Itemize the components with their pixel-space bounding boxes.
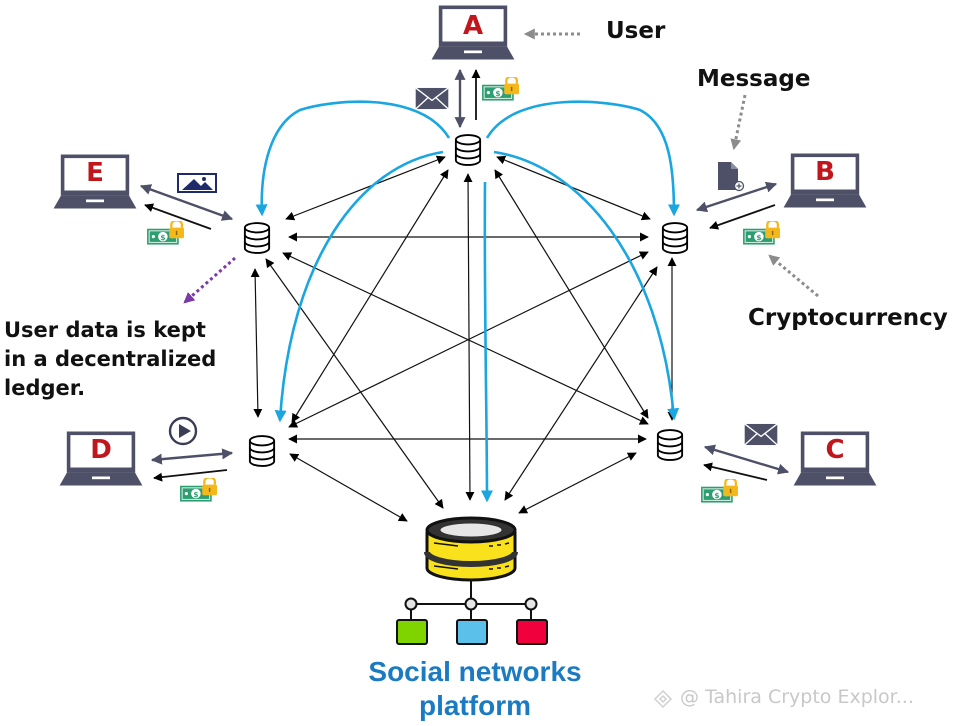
mesh-arrow bbox=[463, 173, 475, 501]
ledger-note: User data is kept in a decentralized led… bbox=[4, 316, 216, 403]
document-icon bbox=[718, 162, 745, 192]
user-a: A bbox=[431, 5, 515, 60]
money-lock-icon bbox=[700, 479, 738, 504]
user-b: B bbox=[783, 153, 867, 208]
mesh-arrow bbox=[289, 453, 408, 522]
blue-arrow-to-b bbox=[485, 100, 680, 217]
propagation-arrows bbox=[255, 100, 680, 503]
money-lock-icon bbox=[146, 221, 184, 246]
watermark: @ Tahira Crypto Explor... bbox=[680, 686, 914, 708]
user-letter: C bbox=[825, 435, 844, 465]
platform-node-red bbox=[516, 619, 548, 645]
message-callout-arrow bbox=[730, 94, 747, 151]
bidir-arrow-b bbox=[695, 181, 778, 213]
message-label: Message bbox=[697, 66, 811, 92]
user-c: C bbox=[793, 431, 877, 486]
user-ledger-arrows bbox=[139, 68, 790, 482]
user-letter: D bbox=[90, 435, 112, 465]
blue-arrow-to-e bbox=[255, 100, 451, 217]
user-e: E bbox=[53, 154, 137, 209]
ledger-node-top bbox=[454, 134, 482, 166]
mesh-arrow bbox=[285, 155, 446, 221]
upload-arrow-d bbox=[153, 469, 228, 482]
platform-node-blue bbox=[456, 619, 488, 645]
ledger-node-c bbox=[656, 429, 684, 461]
ledger-node-e bbox=[243, 222, 271, 254]
crypto-callout-arrow bbox=[768, 254, 819, 298]
money-lock-icon bbox=[481, 77, 519, 102]
ledger-note-line: ledger. bbox=[4, 376, 86, 400]
mesh-arrow bbox=[265, 258, 444, 509]
bidir-arrow-c bbox=[703, 444, 790, 475]
upload-arrow-c bbox=[703, 462, 768, 481]
platform-title-line-2: platform bbox=[419, 690, 531, 721]
cryptocurrency-label: Cryptocurrency bbox=[748, 305, 948, 331]
platform-network bbox=[396, 580, 548, 645]
money-lock-icon bbox=[742, 221, 780, 246]
ledger-callout-arrow bbox=[183, 256, 236, 304]
user-letter: A bbox=[463, 11, 483, 41]
ledger-node-d bbox=[248, 435, 276, 467]
mesh-arrow bbox=[494, 169, 649, 419]
user-letter: E bbox=[86, 158, 104, 188]
bidir-arrow-d bbox=[150, 448, 234, 465]
user-letter: B bbox=[815, 157, 835, 187]
mesh-arrow bbox=[504, 266, 658, 501]
user-label: User bbox=[606, 18, 666, 44]
upload-arrow-e bbox=[144, 203, 212, 230]
user-d: D bbox=[59, 431, 143, 486]
platform-title-line-1: Social networks bbox=[368, 656, 582, 687]
money-lock-icon bbox=[179, 478, 217, 503]
blue-arrow-to-platform bbox=[480, 181, 493, 503]
blue-arrow-to-d bbox=[274, 150, 444, 423]
mesh-arrow bbox=[250, 268, 263, 418]
image-icon bbox=[177, 173, 217, 193]
envelope-icon bbox=[415, 87, 449, 110]
ledger-node-b bbox=[661, 222, 689, 254]
platform-database-icon bbox=[424, 516, 518, 582]
ledger-note-line: User data is kept bbox=[4, 318, 206, 342]
bidir-arrow-e bbox=[139, 184, 234, 221]
mesh-arrow bbox=[518, 452, 637, 514]
platform-node-green bbox=[396, 619, 428, 645]
envelope-icon bbox=[744, 423, 778, 446]
watermark-logo-icon bbox=[653, 689, 673, 709]
mesh-arrows bbox=[250, 155, 677, 522]
blue-arrow-to-c bbox=[493, 150, 680, 421]
play-icon bbox=[168, 416, 198, 446]
ledger-note-line: in a decentralized bbox=[4, 347, 217, 371]
upload-arrow-b bbox=[709, 204, 776, 230]
